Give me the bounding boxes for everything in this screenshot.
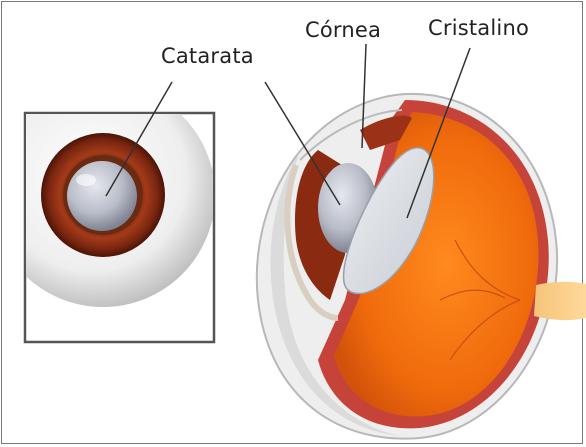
inset-front-view <box>0 83 215 342</box>
optic-nerve <box>534 282 586 320</box>
lens-highlight <box>76 174 96 186</box>
label-cristalino: Cristalino <box>428 16 529 40</box>
label-catarata: Catarata <box>161 44 254 68</box>
cataract-lens-front <box>67 161 137 231</box>
label-cornea: Córnea <box>305 18 381 42</box>
eye-cross-section <box>257 94 586 439</box>
